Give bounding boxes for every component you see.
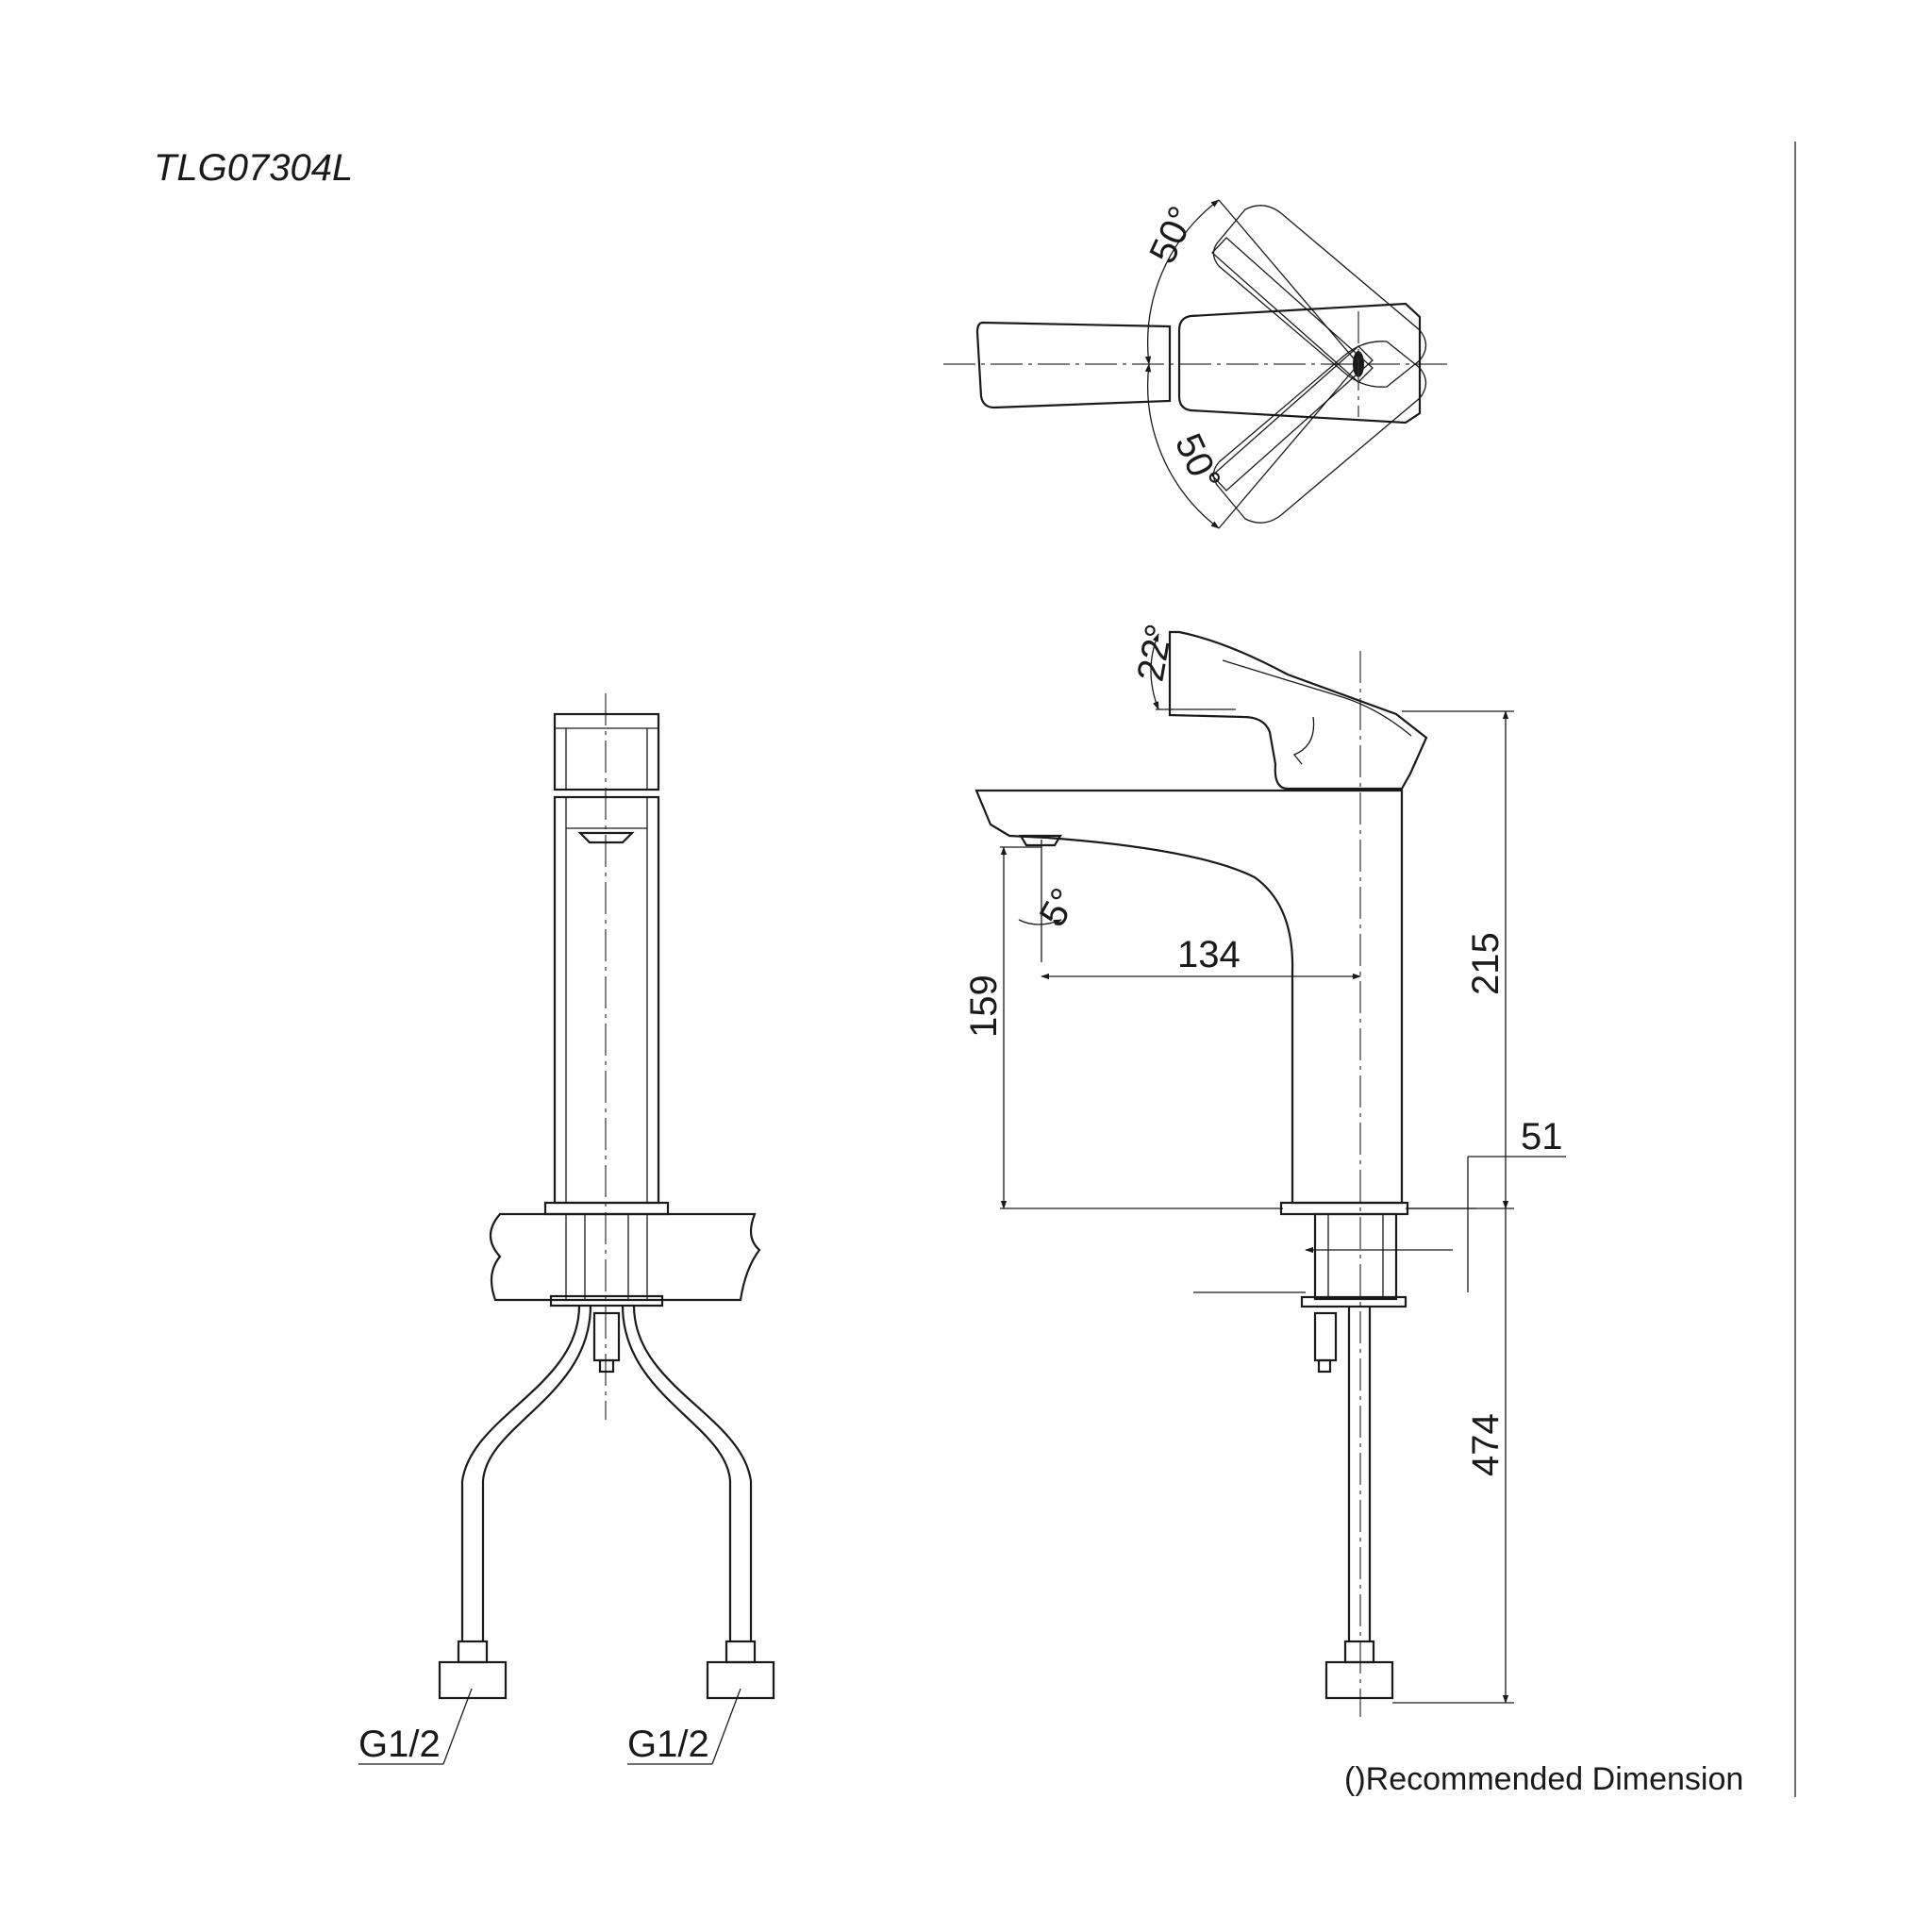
hose-left-outer — [460, 1305, 581, 1641]
hose-right-outer — [632, 1305, 753, 1641]
spout-angle-arc — [1018, 919, 1062, 925]
handle-top-outline — [975, 321, 1172, 409]
handle-rotated-down-inner — [1211, 345, 1374, 491]
front-lock-nut — [549, 1294, 664, 1307]
front-base-flange — [543, 1201, 670, 1216]
right-connection-label: G1/2 — [627, 1724, 709, 1765]
rotation-angle-down-label: 50° — [1167, 427, 1228, 496]
cartridge-body-top — [1177, 302, 1422, 425]
front-center-stud — [592, 1311, 621, 1362]
front-view: G1/2 G1/2 — [358, 693, 775, 1765]
handle-tilt-label: 22° — [1130, 621, 1181, 684]
side-hose-ferrule — [1343, 1640, 1375, 1664]
hose-right-inner — [621, 1305, 732, 1641]
side-center-stud-tip — [1317, 1358, 1332, 1374]
hose-left-ferrule — [457, 1640, 489, 1664]
front-handle-cap — [553, 712, 660, 791]
side-aerator — [1019, 834, 1062, 847]
side-body — [974, 789, 1404, 1205]
rotation-extension-up — [1218, 199, 1359, 365]
right-connection-leader — [711, 1688, 741, 1765]
top-view: 50° 50° — [943, 199, 1453, 529]
front-countertop — [489, 1212, 761, 1302]
front-body — [553, 795, 660, 1205]
left-connection-leader — [442, 1688, 473, 1765]
hose-length-label: 474 — [1465, 1413, 1507, 1476]
side-view: 22° 5° 134 159 — [963, 621, 1566, 1717]
recommended-dimension-note: ()Recommended Dimension — [1344, 1761, 1743, 1797]
side-handle-contour — [1222, 659, 1412, 737]
rotation-extension-down — [1218, 363, 1359, 529]
hose-right-nut — [706, 1660, 775, 1700]
front-mount-stud — [565, 1213, 648, 1301]
side-lock-nut — [1300, 1295, 1407, 1308]
hose-left-nut — [438, 1660, 508, 1700]
deck-thickness-label: 51 — [1521, 1116, 1563, 1158]
handle-rotated-up-inner — [1211, 237, 1374, 383]
spout-reach-label: 134 — [1177, 934, 1241, 975]
side-shank — [1313, 1212, 1398, 1301]
hose-right-ferrule — [724, 1640, 757, 1664]
overall-height-label: 215 — [1465, 932, 1507, 995]
front-aerator — [577, 831, 635, 844]
model-number: TLG07304L — [154, 147, 353, 189]
side-base-flange — [1279, 1201, 1409, 1216]
side-handle — [1168, 630, 1428, 791]
hose-left-inner — [481, 1305, 592, 1641]
rotation-arc-up — [1144, 199, 1220, 365]
rotation-arc-down — [1144, 363, 1220, 529]
rotation-angle-up-label: 50° — [1141, 200, 1203, 269]
handle-tilt-arc — [1150, 633, 1159, 710]
handle-rotated-down — [1212, 341, 1427, 524]
side-hose-nut — [1324, 1660, 1394, 1700]
handle-rotated-up — [1212, 205, 1427, 388]
spout-height-label: 159 — [963, 974, 1005, 1038]
front-center-stud-tip — [598, 1358, 615, 1374]
spout-angle-label: 5° — [1032, 881, 1086, 933]
left-connection-label: G1/2 — [358, 1724, 441, 1765]
side-center-stud — [1313, 1311, 1338, 1362]
side-handle-notch — [1292, 716, 1315, 765]
